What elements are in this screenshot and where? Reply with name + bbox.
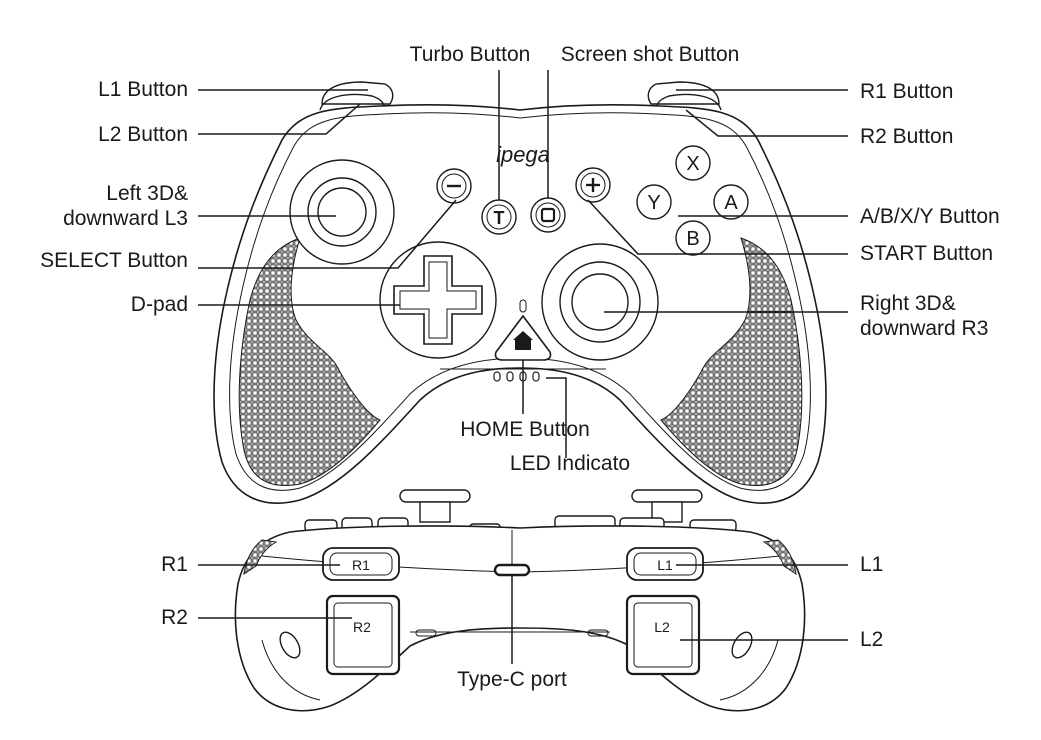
led-2 bbox=[506, 371, 514, 382]
label-back-l2: L2 bbox=[860, 628, 884, 651]
turbo-button-label: T bbox=[494, 208, 505, 228]
front-l1-bumper[interactable] bbox=[321, 81, 394, 105]
label-r2-button: R2 Button bbox=[860, 125, 954, 148]
left-stick-cap bbox=[317, 187, 367, 237]
home-icon bbox=[513, 331, 533, 350]
back-left-grip-hole bbox=[279, 631, 301, 659]
left-grip-texture bbox=[238, 237, 381, 486]
back-l1-bumper[interactable] bbox=[626, 547, 704, 581]
label-back-l1: L1 bbox=[860, 553, 884, 576]
label-right-stick-line2: downward R3 bbox=[860, 317, 989, 340]
right-stick-base bbox=[541, 243, 659, 361]
label-left-stick-line2: downward L3 bbox=[63, 207, 188, 230]
back-right-grip-hole bbox=[731, 631, 753, 659]
led-4 bbox=[532, 371, 540, 382]
left-stick[interactable] bbox=[307, 177, 377, 247]
label-l2-button: L2 Button bbox=[98, 123, 188, 146]
back-left-stick-top bbox=[399, 489, 471, 503]
label-back-r2: R2 bbox=[161, 606, 188, 629]
label-back-r1: R1 bbox=[161, 553, 188, 576]
dpad-inner bbox=[399, 261, 477, 339]
back-l2-glyph: L2 bbox=[654, 619, 670, 635]
left-stick-base bbox=[289, 159, 395, 265]
dpad[interactable] bbox=[393, 255, 483, 345]
back-r2-glyph: R2 bbox=[353, 619, 371, 635]
label-left-stick-line1: Left 3D& bbox=[106, 182, 188, 205]
back-l2-trigger[interactable] bbox=[625, 594, 701, 676]
label-r1-button: R1 Button bbox=[860, 80, 954, 103]
y-button-label: Y bbox=[647, 192, 660, 214]
label-l1-button: L1 Button bbox=[98, 78, 188, 101]
label-start-button: START Button bbox=[860, 242, 994, 265]
label-screenshot-button: Screen shot Button bbox=[560, 43, 740, 66]
back-r2-trigger[interactable] bbox=[325, 594, 401, 676]
screenshot-icon bbox=[540, 207, 556, 223]
led-1 bbox=[493, 371, 501, 382]
label-right-stick-line1: Right 3D& bbox=[860, 292, 956, 315]
label-abxy-buttons: A/B/X/Y Button bbox=[860, 205, 1000, 228]
back-l1-glyph: L1 bbox=[657, 557, 673, 573]
leader-lines bbox=[198, 70, 848, 664]
right-stick[interactable] bbox=[559, 261, 641, 343]
controller-back-view bbox=[234, 489, 806, 712]
label-home-button: HOME Button bbox=[460, 418, 590, 441]
b-button-label: B bbox=[686, 228, 699, 250]
a-button[interactable] bbox=[713, 184, 749, 220]
brand-logo: ipega bbox=[496, 142, 550, 167]
back-r1-bumper[interactable] bbox=[322, 547, 400, 581]
back-r1-glyph: R1 bbox=[352, 557, 370, 573]
b-button[interactable] bbox=[675, 220, 711, 256]
back-right-stick-top bbox=[631, 489, 703, 503]
front-r1-bumper[interactable] bbox=[647, 81, 720, 105]
label-led-indicator: LED Indicato bbox=[509, 452, 631, 475]
a-button-label: A bbox=[724, 192, 738, 214]
label-dpad: D-pad bbox=[130, 293, 188, 316]
label-select-button: SELECT Button bbox=[40, 249, 188, 272]
label-turbo-button: Turbo Button bbox=[409, 43, 531, 66]
typec-port bbox=[493, 563, 531, 577]
controller-front-view bbox=[213, 81, 827, 504]
x-button[interactable] bbox=[675, 145, 711, 181]
right-stick-cap bbox=[571, 273, 629, 331]
label-typec-port: Type-C port bbox=[457, 668, 567, 691]
y-button[interactable] bbox=[636, 184, 672, 220]
x-button-label: X bbox=[686, 153, 699, 175]
right-grip-texture bbox=[660, 237, 803, 486]
